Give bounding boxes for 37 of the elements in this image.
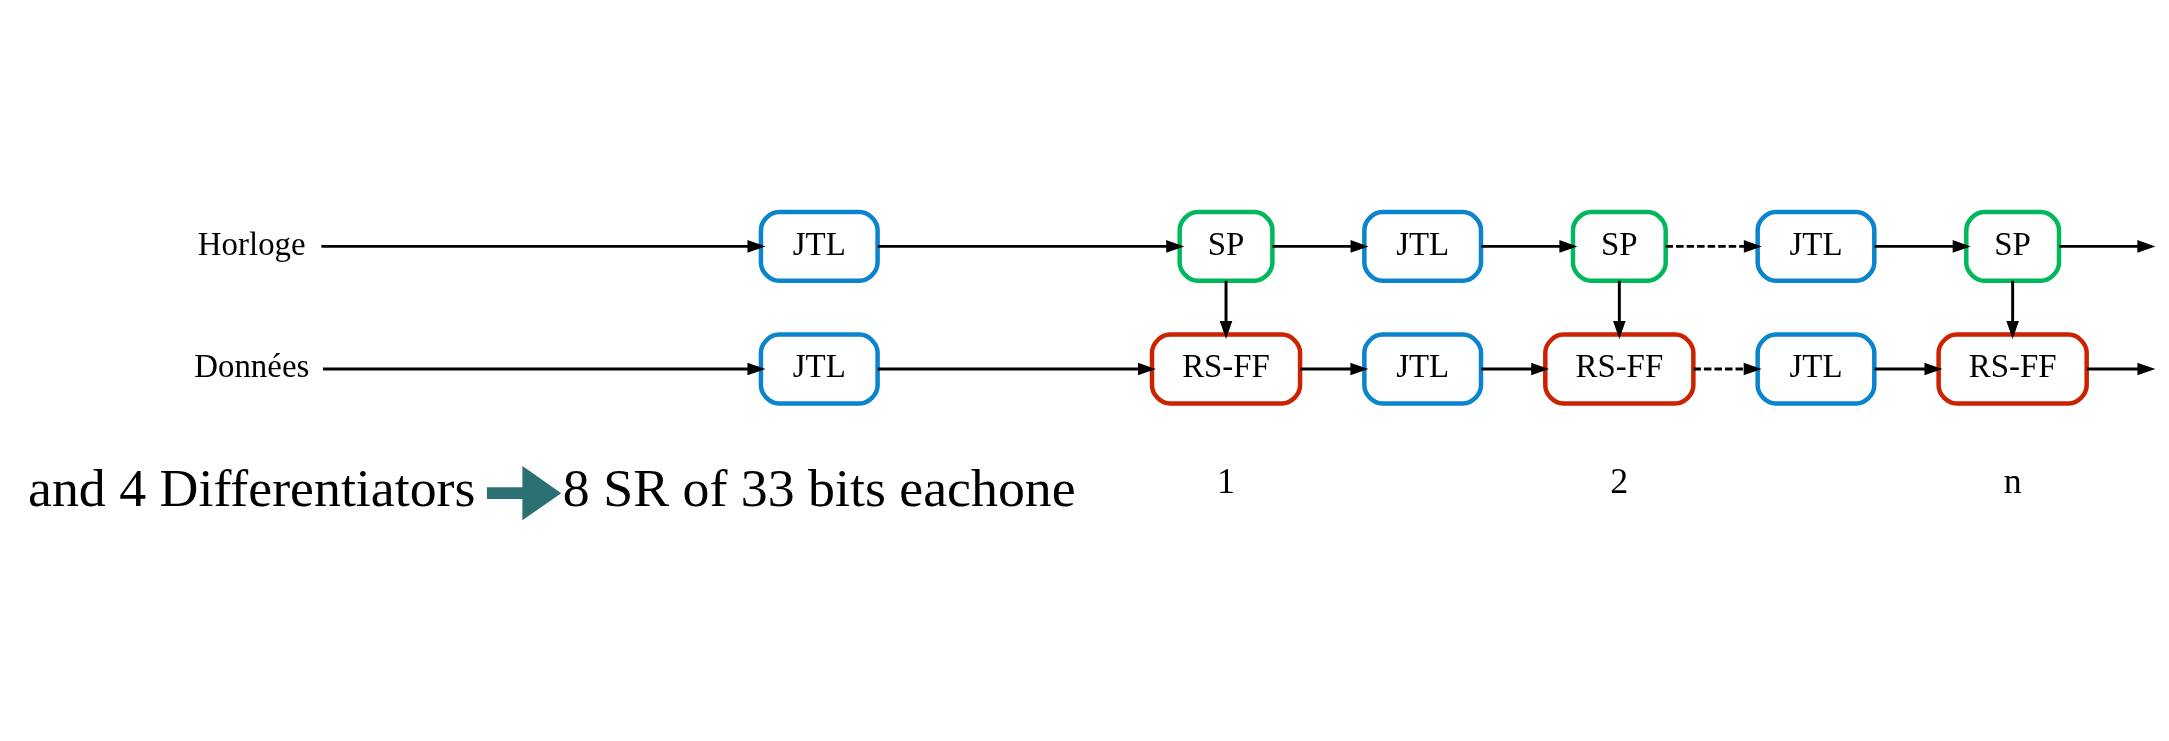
node-text: and 4 Differentiators [28,458,476,519]
node-box: RS-FF [1936,332,2089,406]
arrow [1481,240,1578,253]
arrow [1874,240,1971,253]
node-box: JTL [1362,332,1484,406]
node-box: JTL [1755,209,1877,283]
label: 1 [1217,461,1235,502]
arrow [1693,362,1762,376]
label: n [2003,461,2022,502]
node-box: JTL [1362,209,1484,283]
arrow [1219,280,1233,340]
arrow [321,240,766,253]
node-box: JTL [1755,332,1877,406]
arrow [486,465,562,521]
arrow [2059,240,2156,253]
node-box: RS-FF [1149,332,1303,406]
node-text: Données [194,348,310,385]
node-box: JTL [758,332,880,406]
node-box: SP [1570,209,1668,283]
node-text: Horloge [197,225,306,262]
arrow [2086,362,2156,376]
node-box: SP [1177,209,1275,283]
node-box: SP [1964,209,2062,283]
node-box: RS-FF [1543,332,1696,406]
arrow [1613,280,1626,340]
arrow [2006,280,2019,340]
label: 2 [1610,461,1629,502]
arrow [1272,240,1369,253]
arrow [1665,240,1762,253]
arrow [1481,362,1550,376]
arrow [877,362,1156,376]
arrow [1300,362,1369,376]
node-text: 8 SR of 33 bits eachone [562,458,1076,519]
arrow [323,362,766,376]
arrow [877,240,1185,253]
node-box: JTL [758,209,880,283]
arrow [1874,362,1943,376]
